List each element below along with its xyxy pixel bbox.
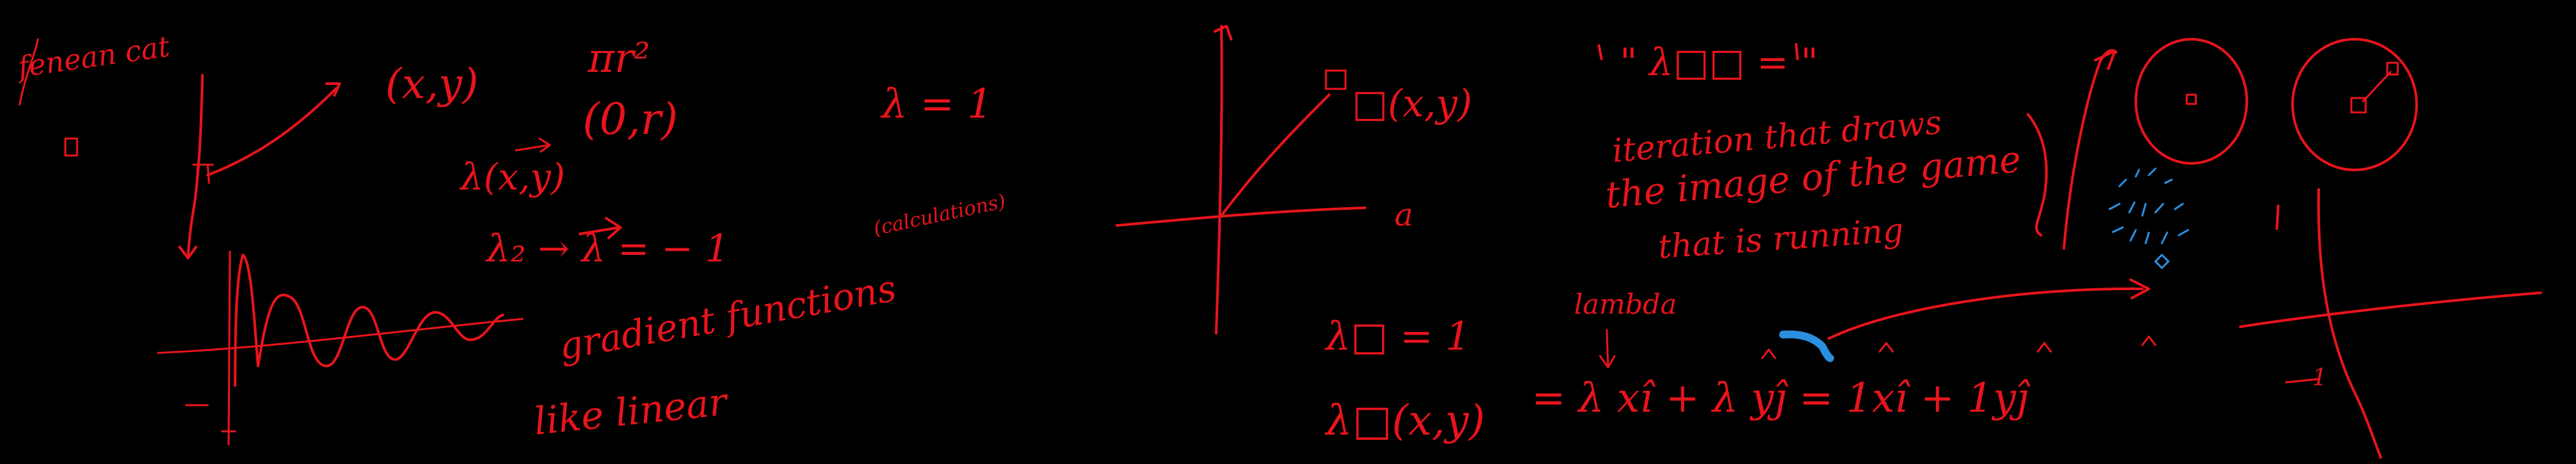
long-arrow-to-blue bbox=[1827, 287, 2144, 340]
sine-wave bbox=[234, 254, 504, 387]
lambda2-arrow bbox=[579, 217, 622, 239]
sine-horizontal-axis bbox=[157, 318, 524, 354]
circle-2-center-box bbox=[2350, 97, 2367, 114]
lambda-box-quote: " λ□□ = " bbox=[1620, 40, 1818, 84]
calculations-note: (calculations) bbox=[871, 190, 1008, 240]
right-small-tick bbox=[2285, 378, 2320, 384]
top-left-word-underline bbox=[18, 38, 39, 106]
left-text-group: fenean cat (x,y) πr² (0,r) λ = 1 λ(x,y) … bbox=[14, 30, 1007, 444]
like-linear-label: like linear bbox=[532, 379, 731, 444]
right-tick-one-stroke bbox=[2276, 205, 2279, 230]
lambda-to-minus-one: λ₂ → λ = − 1 bbox=[485, 226, 730, 271]
curve-arrowhead bbox=[2094, 50, 2116, 70]
hat-j-1 bbox=[1878, 342, 1894, 353]
blue-marker-stroke bbox=[1779, 330, 1834, 362]
right-circle-1 bbox=[2134, 38, 2248, 165]
middle-vector-box bbox=[1325, 69, 1347, 90]
circle-1-center-box bbox=[2185, 93, 2197, 105]
box-xy-label: □(x,y) bbox=[1352, 81, 1472, 125]
right-vertical-axis bbox=[2317, 188, 2382, 459]
left-vector bbox=[206, 87, 338, 176]
middle-vector bbox=[1220, 93, 1330, 217]
gradient-functions-label: gradient functions bbox=[556, 267, 899, 369]
left-small-box bbox=[64, 137, 78, 157]
left-vertical-axis bbox=[187, 74, 204, 257]
lambda-down-arrow bbox=[1599, 329, 1616, 369]
lambda-eq-one-top: λ = 1 bbox=[880, 80, 993, 127]
right-sketch-group bbox=[2134, 38, 2542, 459]
lambda-xy-arrow bbox=[515, 137, 551, 153]
point-xy-label: (x,y) bbox=[385, 60, 479, 108]
zero-r-label: (0,r) bbox=[583, 94, 678, 144]
left-vector-arrowhead bbox=[325, 82, 341, 97]
quote-left bbox=[1598, 44, 1603, 60]
circle-2-radius bbox=[2362, 71, 2392, 103]
right-circle-2 bbox=[2291, 38, 2418, 171]
axis-a-label: a bbox=[1394, 197, 1413, 233]
middle-horizontal-axis bbox=[1116, 207, 1366, 227]
right-text-group: 1 bbox=[2312, 365, 2327, 391]
middle-sketch-group bbox=[1116, 25, 2157, 369]
right-tick-one-label: 1 bbox=[2312, 365, 2327, 391]
hat-i-2 bbox=[2037, 342, 2052, 353]
big-bracket bbox=[2027, 113, 2048, 237]
top-left-word: fenean cat bbox=[14, 30, 172, 85]
blue-sparkle-cluster bbox=[2108, 167, 2189, 269]
long-arrow-arrowhead bbox=[2129, 278, 2150, 299]
quote-right bbox=[1795, 43, 1799, 60]
left-origin-pi-mark bbox=[192, 163, 214, 184]
hat-j-2 bbox=[2141, 335, 2157, 346]
circle-2-edge-box bbox=[2386, 61, 2399, 76]
iteration-line-3: that is running bbox=[1657, 211, 1905, 266]
lambda-word-label: lambda bbox=[1574, 288, 1677, 320]
pi-r-squared-label: πr² bbox=[587, 34, 650, 82]
left-sketch-group bbox=[18, 38, 622, 446]
equation-lhs: λ□(x,y) bbox=[1324, 397, 1485, 445]
middle-axis-top-tick bbox=[1214, 25, 1232, 41]
hat-i-1 bbox=[1761, 348, 1777, 359]
sine-vertical-axis bbox=[227, 250, 231, 446]
right-horizontal-axis bbox=[2239, 291, 2542, 328]
equation-rhs: = λ xî + λ yĵ = 1xî + 1yĵ bbox=[1532, 374, 2031, 422]
left-axis-arrowhead bbox=[178, 246, 197, 259]
blue-ink-group bbox=[1779, 167, 2189, 362]
middle-text-group: □(x,y) a " λ□□ = " iteration that draws … bbox=[1324, 40, 2031, 445]
lambda-xy-label: λ(x,y) bbox=[459, 156, 565, 199]
middle-vertical-axis bbox=[1215, 25, 1223, 335]
lambda-eq-one-label: λ□ = 1 bbox=[1325, 314, 1470, 359]
curve-to-circle bbox=[2063, 49, 2117, 250]
